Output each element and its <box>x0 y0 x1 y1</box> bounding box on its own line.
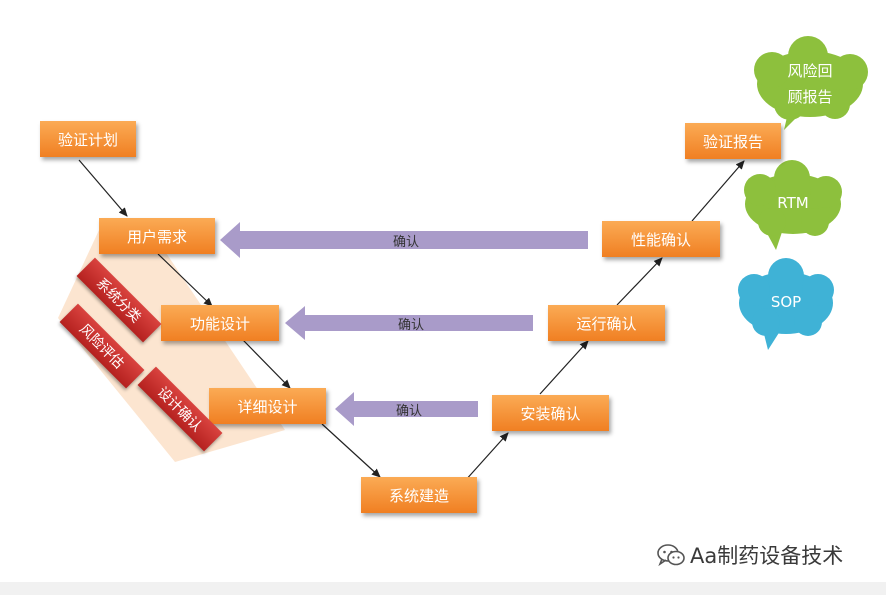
footer-bar <box>0 582 886 595</box>
box-operational-qualification: 运行确认 <box>548 305 665 341</box>
bubble-sop <box>738 258 834 350</box>
box-user-requirements: 用户需求 <box>99 218 215 254</box>
watermark-text: Aa制药设备技术 <box>690 544 844 568</box>
bubble-risk-review <box>754 36 868 130</box>
bubble-rtm-label: RTM <box>777 194 809 212</box>
arrow-fds-dds <box>242 339 291 389</box>
bubble-risk-review-line2: 顾报告 <box>787 88 833 106</box>
arrow-pq-report <box>691 160 745 222</box>
arrow-urs-fds <box>157 253 213 307</box>
bubble-risk-review-line1: 风险回 <box>787 62 833 80</box>
arrow-iq-oq <box>539 340 589 395</box>
label-confirm-top: 确认 <box>393 235 420 250</box>
confirm-arrow-low <box>335 392 478 426</box>
confirm-arrow-top <box>220 222 588 258</box>
bubble-rtm <box>744 160 842 250</box>
box-performance-qualification: 性能确认 <box>602 221 720 257</box>
bubble-sop-label: SOP <box>770 293 802 311</box>
box-installation-qualification: 安装确认 <box>492 395 609 431</box>
arrow-plan-urs <box>78 159 128 217</box>
watermark: Aa制药设备技术 <box>656 540 843 570</box>
box-functional-design: 功能设计 <box>161 305 279 341</box>
box-detailed-design: 详细设计 <box>209 388 326 424</box>
label-confirm-low: 确认 <box>396 404 423 419</box>
arrow-build-iq <box>463 432 509 483</box>
label-confirm-mid: 确认 <box>398 318 425 333</box>
confirm-arrow-mid <box>285 306 533 340</box>
wechat-icon <box>657 544 685 567</box>
arrow-oq-pq <box>616 257 663 306</box>
arrow-dds-build <box>321 423 381 478</box>
box-verification-plan: 验证计划 <box>40 121 136 157</box>
box-system-build: 系统建造 <box>361 477 477 513</box>
box-verification-report: 验证报告 <box>685 123 781 159</box>
